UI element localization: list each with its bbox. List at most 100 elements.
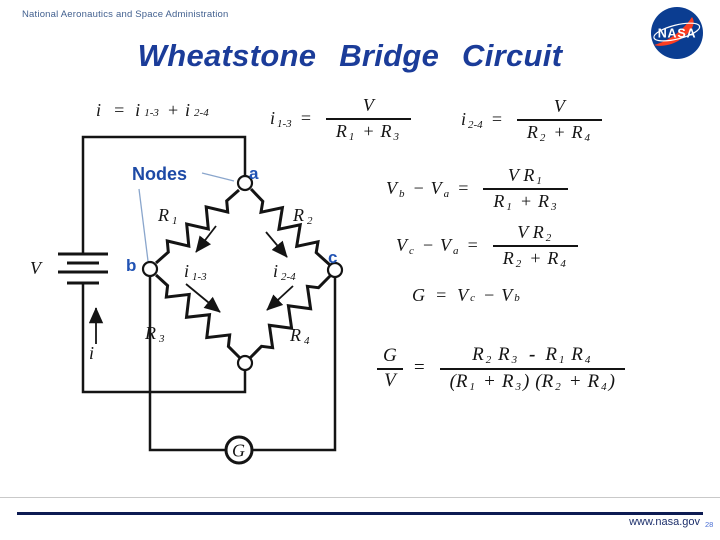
eq-vcva-den-r4-sub: 4: [560, 257, 566, 270]
eq-vbva-den-plus: +: [519, 190, 532, 211]
wire-node-b-to-galvanometer: [148, 276, 226, 452]
eq-gv-den-open1: (: [449, 370, 456, 392]
eq-i13-equals: =: [299, 107, 312, 128]
eq-gv-den-plus1: +: [483, 370, 496, 392]
eq-i13-r3: R: [380, 120, 392, 141]
eq-gv-num-r2: R: [472, 344, 484, 365]
eq-gv-num-r1: R: [545, 344, 558, 365]
eq-g-vb-sub: b: [514, 292, 520, 305]
eq-sum-i: i: [96, 100, 102, 120]
eq-gv-num-r2-sub: 2: [485, 354, 492, 366]
wire-bottom-node-to-battery: [81, 284, 247, 394]
node-c-circle: [326, 261, 344, 279]
current-arrow-i24-upper: [265, 231, 288, 258]
nodes-callout-label: Nodes: [132, 164, 187, 184]
eq-sum-i24: i: [185, 100, 191, 120]
nodes-pointer-line-a: [201, 172, 235, 182]
footer-thin-rule: [0, 497, 720, 498]
eq-g-vc: V: [457, 285, 469, 305]
eq-i24-r2: R: [526, 121, 538, 142]
eq-vcva-v1: V: [396, 234, 407, 255]
node-bottom-circle: [236, 354, 254, 372]
resistor-r1-zigzag: [155, 188, 240, 265]
eq-gv-lhs-num: G: [383, 345, 397, 366]
current-arrow-i24-lower: [266, 285, 294, 311]
eq-gv-den-open2: (: [535, 370, 542, 392]
eq-vbva-den-r1: R: [493, 190, 505, 211]
eq-gv-den-r4: R: [587, 370, 600, 392]
eq-gv-lhs-fraction: G V: [377, 345, 403, 393]
eq-vbva-den-r1-sub: 1: [506, 200, 512, 213]
eq-vcva-v1-sub: c: [409, 244, 414, 257]
eq-gv-lhs-den: V: [377, 367, 403, 393]
eq-i24-plus: +: [553, 121, 566, 142]
eq-gv-den-r2-sub: 2: [555, 380, 561, 393]
eq-vcva-minus: −: [421, 234, 435, 255]
eq-vbva-num-r1-sub: 1: [536, 175, 542, 187]
wire-galvanometer-to-node-c: [252, 277, 337, 452]
eq-i13-sub: 1-3: [277, 117, 292, 130]
eq-sum-i13-sub: 1-3: [144, 107, 159, 120]
eq-gv-num-r4-sub: 4: [584, 354, 591, 366]
eq-vbva-minus: −: [412, 177, 425, 198]
eq-gv-den-close2: ): [608, 370, 615, 392]
eq-gv-den-r2: R: [541, 370, 554, 392]
eq-gv-den-r3-sub: 3: [515, 380, 521, 393]
equation-g: G = V c − V b: [412, 285, 522, 307]
eq-i13-plus: +: [362, 120, 375, 141]
current-arrow-i13-upper: [195, 225, 217, 253]
eq-gv-num-r3: R: [497, 344, 510, 365]
eq-vbva-num-v: V: [507, 165, 519, 185]
eq-vbva-den-r3-sub: 3: [550, 200, 557, 213]
galvanometer-circle: [224, 435, 254, 465]
eq-g-equals: =: [435, 285, 448, 305]
eq-gv-den-r1-sub: 1: [469, 380, 476, 393]
eq-g-minus: −: [483, 285, 496, 305]
eq-vbva-equals: =: [457, 177, 470, 198]
eq-i24-sub: 2-4: [468, 118, 483, 131]
eq-gv-den-r4-sub: 4: [601, 380, 607, 393]
eq-vcva-equals: =: [466, 234, 479, 255]
eq-vbva-num-r1: R: [523, 165, 535, 185]
resistor-r3-zigzag: [154, 273, 242, 360]
eq-vcva-den-r2: R: [502, 247, 514, 268]
eq-gv-den-r3: R: [501, 370, 514, 392]
eq-vcva-den-r2-sub: 2: [515, 257, 522, 270]
equation-current-sum: i = i 1-3 + i 2-4: [96, 100, 211, 122]
eq-vbva-v2-sub: a: [443, 187, 450, 200]
agency-name-text: National Aeronautics and Space Administr…: [22, 9, 229, 20]
eq-vbva-v1-sub: b: [399, 187, 405, 200]
eq-gv-den-close1: ): [522, 370, 530, 392]
node-b-circle: [141, 260, 159, 278]
eq-i13-i: i: [270, 107, 276, 128]
galvanometer-label: G: [232, 441, 245, 461]
eq-i24-r2-sub: 2: [539, 131, 546, 144]
eq-i13-r1: R: [335, 120, 347, 141]
resistor-r4-zigzag: [248, 274, 332, 360]
node-a-label: a: [249, 164, 259, 183]
eq-vbva-v1: V: [386, 177, 397, 198]
